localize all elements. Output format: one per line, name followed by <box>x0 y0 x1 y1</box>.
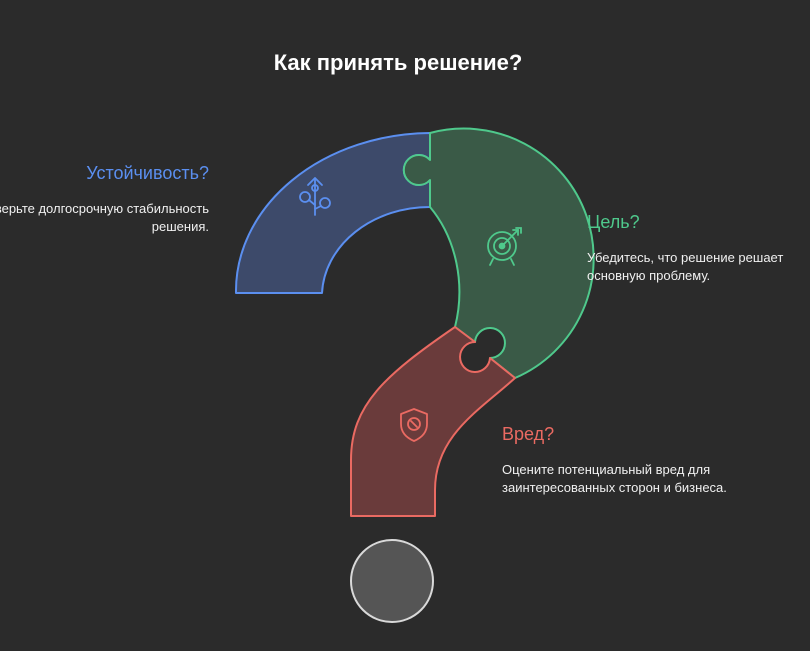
harm-block: Вред? Оцените потенциальный вред для заи… <box>502 424 742 497</box>
stability-heading: Устойчивость? <box>86 163 209 183</box>
question-mark-dot <box>350 539 434 623</box>
goal-block: Цель? Убедитесь, что решение решает осно… <box>587 212 807 285</box>
harm-puzzle-piece <box>350 326 516 517</box>
target-arrow-icon <box>487 227 522 266</box>
stability-description: Проверьте долгосрочную стабильность реше… <box>0 201 209 234</box>
stability-puzzle-piece <box>234 132 431 294</box>
harm-heading: Вред? <box>502 424 555 444</box>
shield-warning-icon <box>400 408 428 442</box>
plant-growth-icon <box>299 177 331 216</box>
diagram-title: Как принять решение? <box>273 50 523 75</box>
stability-block: Устойчивость? Проверьте долгосрочную ста… <box>0 163 209 236</box>
goal-heading: Цель? <box>587 212 640 232</box>
harm-description: Оцените потенциальный вред для заинтерес… <box>502 462 727 495</box>
goal-description: Убедитесь, что решение решает основную п… <box>587 250 784 283</box>
